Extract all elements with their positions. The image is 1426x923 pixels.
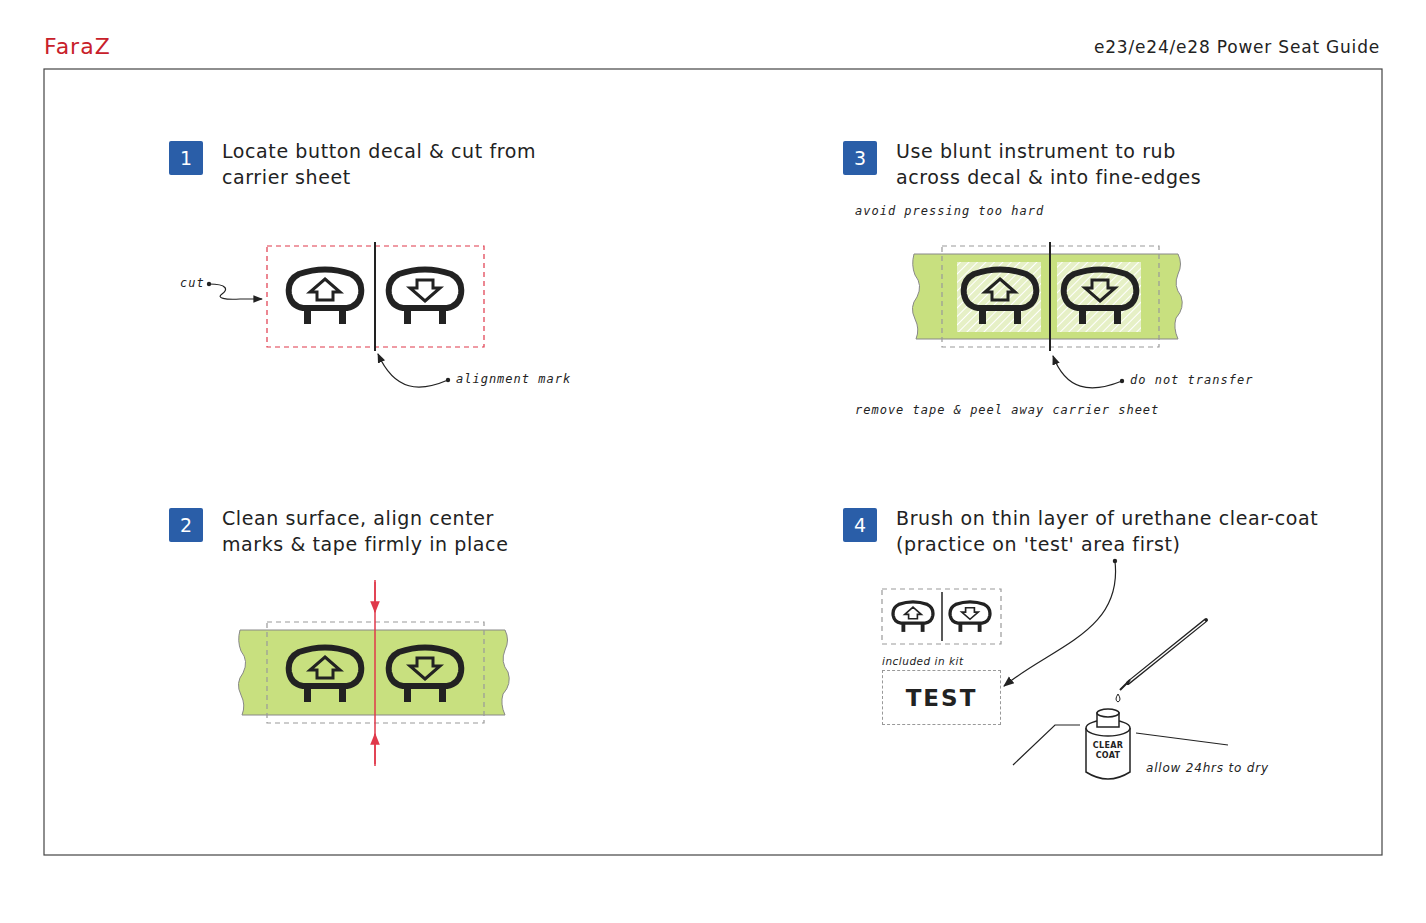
step-number: 2: [169, 508, 203, 542]
alignment-mark-label: alignment mark: [456, 372, 571, 386]
step-block: 2 Clean surface, align center marks & tap…: [169, 505, 562, 557]
test-label: TEST: [906, 685, 978, 711]
step2-tape: [238, 580, 509, 766]
step-block: 4 Brush on thin layer of urethane clear-c…: [843, 505, 1366, 557]
note: remove tape & peel away carrier sheet: [855, 403, 1159, 417]
leader-dot: [1113, 559, 1117, 563]
cut-label: cut: [180, 276, 205, 290]
brand-logo: FaraZ: [44, 34, 111, 59]
page-title: e23/e24/e28 Power Seat Guide: [1094, 37, 1380, 57]
step-block: 1 Locate button decal & cut from carrier …: [169, 138, 562, 190]
do-not-transfer-label: do not transfer: [1130, 373, 1253, 387]
step-heading: Brush on thin layer of urethane clear-co…: [896, 505, 1366, 557]
note: avoid pressing too hard: [855, 204, 1044, 218]
test-area-box: TEST: [882, 670, 1001, 725]
step-number: 3: [843, 141, 877, 175]
step1-decal: [207, 242, 484, 387]
step-number: 4: [843, 508, 877, 542]
bottle-label: CLEAR COAT: [1089, 741, 1127, 761]
step-number: 1: [169, 141, 203, 175]
step-heading: Locate button decal & cut from carrier s…: [222, 138, 562, 190]
page-frame: [44, 69, 1382, 855]
included-in-kit-label: included in kit: [882, 655, 964, 667]
step3-rub: [912, 242, 1182, 388]
step-heading: Clean surface, align center marks & tape…: [222, 505, 562, 557]
step-block: 3 Use blunt instrument to rub across deca…: [843, 138, 1236, 190]
leader-arrow: [1004, 561, 1116, 686]
step-heading: Use blunt instrument to rub across decal…: [896, 138, 1236, 190]
drying-note: allow 24hrs to dry: [1146, 761, 1269, 775]
step4-clearcoat: [882, 589, 1228, 779]
